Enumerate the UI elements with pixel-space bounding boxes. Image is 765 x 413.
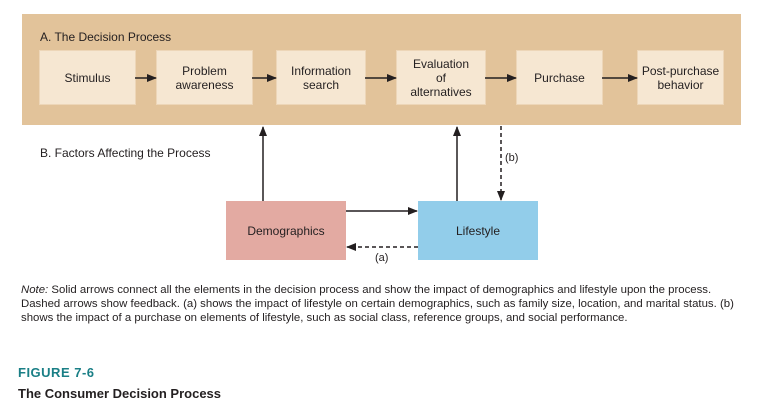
step-problem-awareness: Problem awareness (157, 51, 252, 104)
note-body: Solid arrows connect all the elements in… (21, 284, 734, 324)
step-label: Purchase (534, 70, 585, 85)
step-label: Stimulus (64, 70, 111, 85)
label-a: (a) (375, 252, 389, 264)
step-label: Problem awareness (175, 63, 234, 92)
label-b: (b) (505, 152, 519, 164)
step-stimulus: Stimulus (40, 51, 135, 104)
demographics-box: Demographics (226, 201, 346, 260)
figure-number: FIGURE 7-6 (18, 365, 95, 380)
step-purchase: Purchase (517, 51, 602, 104)
step-post-purchase-behavior: Post-purchase behavior (638, 51, 723, 104)
decision-process-panel (22, 14, 741, 125)
step-label: Post-purchase behavior (641, 63, 720, 92)
step-information-search: Information search (277, 51, 365, 104)
step-label: Information search (290, 63, 352, 92)
lifestyle-label: Lifestyle (455, 223, 501, 238)
note-prefix: Note: (21, 284, 49, 296)
figure-title: The Consumer Decision Process (18, 386, 222, 401)
note-text: Note: Solid arrows connect all the eleme… (21, 283, 746, 325)
lifestyle-box: Lifestyle (418, 201, 538, 260)
section-a-title: A. The Decision Process (40, 30, 172, 44)
step-evaluation-of-alternatives: Evaluation of alternatives (397, 51, 485, 104)
step-label: Evaluation of alternatives (410, 56, 472, 99)
section-b-title: B. Factors Affecting the Process (40, 146, 211, 160)
demographics-label: Demographics (247, 223, 325, 238)
